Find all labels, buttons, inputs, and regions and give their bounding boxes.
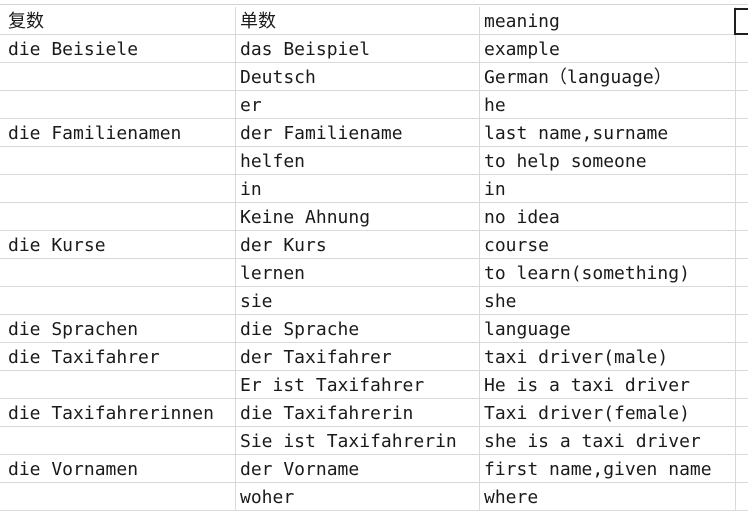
- table-cell[interactable]: she is a taxi driver: [480, 427, 736, 455]
- table-cell[interactable]: [4, 63, 236, 91]
- table-cell-empty[interactable]: [736, 63, 748, 91]
- table-cell[interactable]: Taxi driver(female): [480, 399, 736, 427]
- table-cell-empty[interactable]: [736, 315, 748, 343]
- table-cell-empty[interactable]: [736, 91, 748, 119]
- table-cell[interactable]: to help someone: [480, 147, 736, 175]
- table-cell[interactable]: er: [236, 91, 480, 119]
- column-header-1[interactable]: 复数: [4, 7, 236, 35]
- table-cell[interactable]: woher: [236, 483, 480, 511]
- table-cell[interactable]: [4, 287, 236, 315]
- table-cell[interactable]: example: [480, 35, 736, 63]
- table-cell-empty[interactable]: [736, 203, 748, 231]
- table-cell[interactable]: taxi driver(male): [480, 343, 736, 371]
- table-cell[interactable]: [4, 175, 236, 203]
- table-cell[interactable]: die Sprache: [236, 315, 480, 343]
- table-cell[interactable]: he: [480, 91, 736, 119]
- table-cell[interactable]: [4, 203, 236, 231]
- table-cell[interactable]: lernen: [236, 259, 480, 287]
- table-cell[interactable]: in: [236, 175, 480, 203]
- table-cell-empty[interactable]: [736, 399, 748, 427]
- table-cell[interactable]: die Kurse: [4, 231, 236, 259]
- table-cell-empty[interactable]: [736, 343, 748, 371]
- table-cell[interactable]: first name,given name: [480, 455, 736, 483]
- table-cell[interactable]: last name,surname: [480, 119, 736, 147]
- table-cell[interactable]: der Taxifahrer: [236, 343, 480, 371]
- table-cell[interactable]: German（language）: [480, 63, 736, 91]
- table-cell-empty[interactable]: [736, 455, 748, 483]
- table-cell[interactable]: [4, 427, 236, 455]
- table-cell-empty[interactable]: [736, 259, 748, 287]
- selected-cell-indicator: [734, 8, 748, 35]
- table-cell[interactable]: [4, 483, 236, 511]
- table-cell[interactable]: where: [480, 483, 736, 511]
- table-cell-empty[interactable]: [736, 287, 748, 315]
- table-cell[interactable]: He is a taxi driver: [480, 371, 736, 399]
- column-header-2[interactable]: 单数: [236, 7, 480, 35]
- table-cell[interactable]: die Taxifahrerinnen: [4, 399, 236, 427]
- table-cell[interactable]: in: [480, 175, 736, 203]
- table-cell[interactable]: die Taxifahrerin: [236, 399, 480, 427]
- table-cell-empty[interactable]: [736, 371, 748, 399]
- table-cell[interactable]: die Sprachen: [4, 315, 236, 343]
- table-cell-empty[interactable]: [736, 35, 748, 63]
- table-cell[interactable]: Er ist Taxifahrer: [236, 371, 480, 399]
- table-cell-empty[interactable]: [736, 147, 748, 175]
- table-cell-empty[interactable]: [736, 231, 748, 259]
- table-cell[interactable]: die Vornamen: [4, 455, 236, 483]
- table-cell[interactable]: die Beisiele: [4, 35, 236, 63]
- table-cell[interactable]: no idea: [480, 203, 736, 231]
- table-cell[interactable]: language: [480, 315, 736, 343]
- previous-row-edge: [0, 0, 748, 5]
- table-cell[interactable]: der Kurs: [236, 231, 480, 259]
- table-cell[interactable]: [4, 91, 236, 119]
- table-cell[interactable]: course: [480, 231, 736, 259]
- table-cell[interactable]: der Familiename: [236, 119, 480, 147]
- table-cell[interactable]: die Taxifahrer: [4, 343, 236, 371]
- table-cell[interactable]: Sie ist Taxifahrerin: [236, 427, 480, 455]
- table-cell-empty[interactable]: [736, 427, 748, 455]
- table-cell-empty[interactable]: [736, 119, 748, 147]
- table-cell[interactable]: [4, 259, 236, 287]
- table-cell[interactable]: Deutsch: [236, 63, 480, 91]
- column-header-3[interactable]: meaning: [480, 7, 736, 35]
- table-cell[interactable]: [4, 371, 236, 399]
- table-cell-empty[interactable]: [736, 175, 748, 203]
- table-cell[interactable]: der Vorname: [236, 455, 480, 483]
- table-cell[interactable]: Keine Ahnung: [236, 203, 480, 231]
- table-cell[interactable]: die Familienamen: [4, 119, 236, 147]
- table-cell-empty[interactable]: [736, 483, 748, 511]
- table-cell[interactable]: helfen: [236, 147, 480, 175]
- table-cell[interactable]: to learn(something): [480, 259, 736, 287]
- table-cell[interactable]: das Beispiel: [236, 35, 480, 63]
- table-cell[interactable]: she: [480, 287, 736, 315]
- table-cell[interactable]: [4, 147, 236, 175]
- table-cell[interactable]: sie: [236, 287, 480, 315]
